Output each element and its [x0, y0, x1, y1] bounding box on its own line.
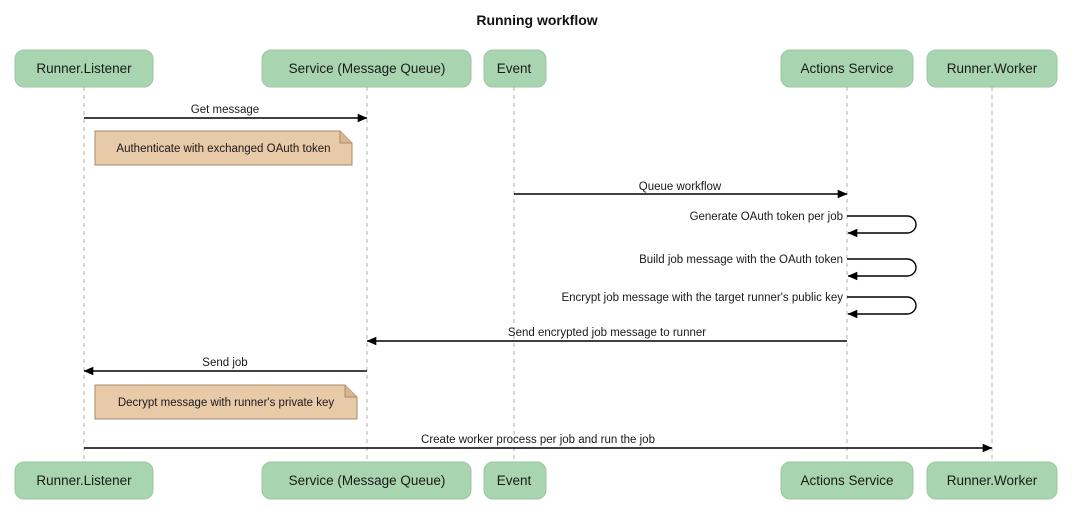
participant-box-runner-worker-top[interactable] [926, 49, 1058, 88]
note-label-decrypt-note: Decrypt message with runner's private ke… [118, 397, 335, 409]
note-label-authenticate-note: Authenticate with exchanged OAuth token [116, 143, 330, 155]
note-body-authenticate-note [94, 130, 353, 166]
message-label-get-message: Get message [191, 104, 259, 116]
participant-label-actions-service-top: Actions Service [800, 61, 893, 76]
message-line-encrypt-job-message [847, 296, 917, 319]
lifelines [83, 87, 993, 462]
participant-box-actions-service-bottom[interactable] [780, 461, 914, 500]
message-label-create-worker-process: Create worker process per job and run th… [421, 434, 655, 446]
participant-label-runner-worker-bottom: Runner.Worker [947, 473, 1038, 488]
participant-label-service-mq-bottom: Service (Message Queue) [289, 473, 446, 488]
message-send-job[interactable]: Send job [83, 357, 367, 376]
participant-label-event-top: Event [497, 61, 532, 76]
message-build-job-message[interactable]: Build job message with the OAuth token [639, 254, 917, 281]
participant-box-event-bottom[interactable] [483, 461, 547, 500]
message-generate-oauth-token[interactable]: Generate OAuth token per job [690, 211, 917, 238]
message-label-encrypt-job-message: Encrypt job message with the target runn… [561, 292, 843, 304]
participant-label-runner-listener-bottom: Runner.Listener [36, 473, 132, 488]
message-send-encrypted-job-message[interactable]: Send encrypted job message to runner [366, 327, 847, 346]
participant-label-actions-service-bottom: Actions Service [800, 473, 893, 488]
message-label-build-job-message: Build job message with the OAuth token [639, 254, 843, 266]
note-fold-decrypt-note [344, 385, 357, 398]
notes: Authenticate with exchanged OAuth tokenD… [94, 130, 358, 420]
note-decrypt-note: Decrypt message with runner's private ke… [94, 384, 358, 420]
note-fold-authenticate-note [339, 131, 352, 144]
note-authenticate-note: Authenticate with exchanged OAuth token [94, 130, 353, 166]
message-label-send-encrypted-job-message: Send encrypted job message to runner [508, 327, 706, 339]
participant-box-event-top[interactable] [483, 49, 547, 88]
message-label-send-job: Send job [202, 357, 247, 369]
message-get-message[interactable]: Get message [84, 104, 368, 123]
participant-box-runner-listener-top[interactable] [14, 49, 154, 88]
participant-box-runner-listener-bottom[interactable] [14, 461, 154, 500]
participant-label-runner-worker-top: Runner.Worker [947, 61, 1038, 76]
participant-label-event-bottom: Event [497, 473, 532, 488]
note-body-decrypt-note [94, 384, 358, 420]
message-label-generate-oauth-token: Generate OAuth token per job [690, 211, 843, 223]
participant-label-service-mq-top: Service (Message Queue) [289, 61, 446, 76]
message-label-queue-workflow: Queue workflow [639, 181, 722, 193]
participant-box-service-mq-bottom[interactable] [261, 461, 472, 500]
page-title: Running workflow [476, 12, 597, 28]
participant-box-actions-service-top[interactable] [780, 49, 914, 88]
message-line-generate-oauth-token [847, 215, 917, 238]
participant-label-runner-listener-top: Runner.Listener [36, 61, 132, 76]
message-queue-workflow[interactable]: Queue workflow [514, 181, 848, 199]
participants-header: Runner.Listener Service (Message Queue) Ev… [14, 49, 1058, 88]
message-create-worker-process[interactable]: Create worker process per job and run th… [84, 434, 993, 453]
message-line-build-job-message [847, 258, 917, 281]
message-encrypt-job-message[interactable]: Encrypt job message with the target runn… [561, 292, 917, 319]
participant-box-service-mq-top[interactable] [261, 49, 472, 88]
participant-box-runner-worker-bottom[interactable] [926, 461, 1058, 500]
participants-footer: Runner.Listener Service (Message Queue) Ev… [14, 461, 1058, 500]
